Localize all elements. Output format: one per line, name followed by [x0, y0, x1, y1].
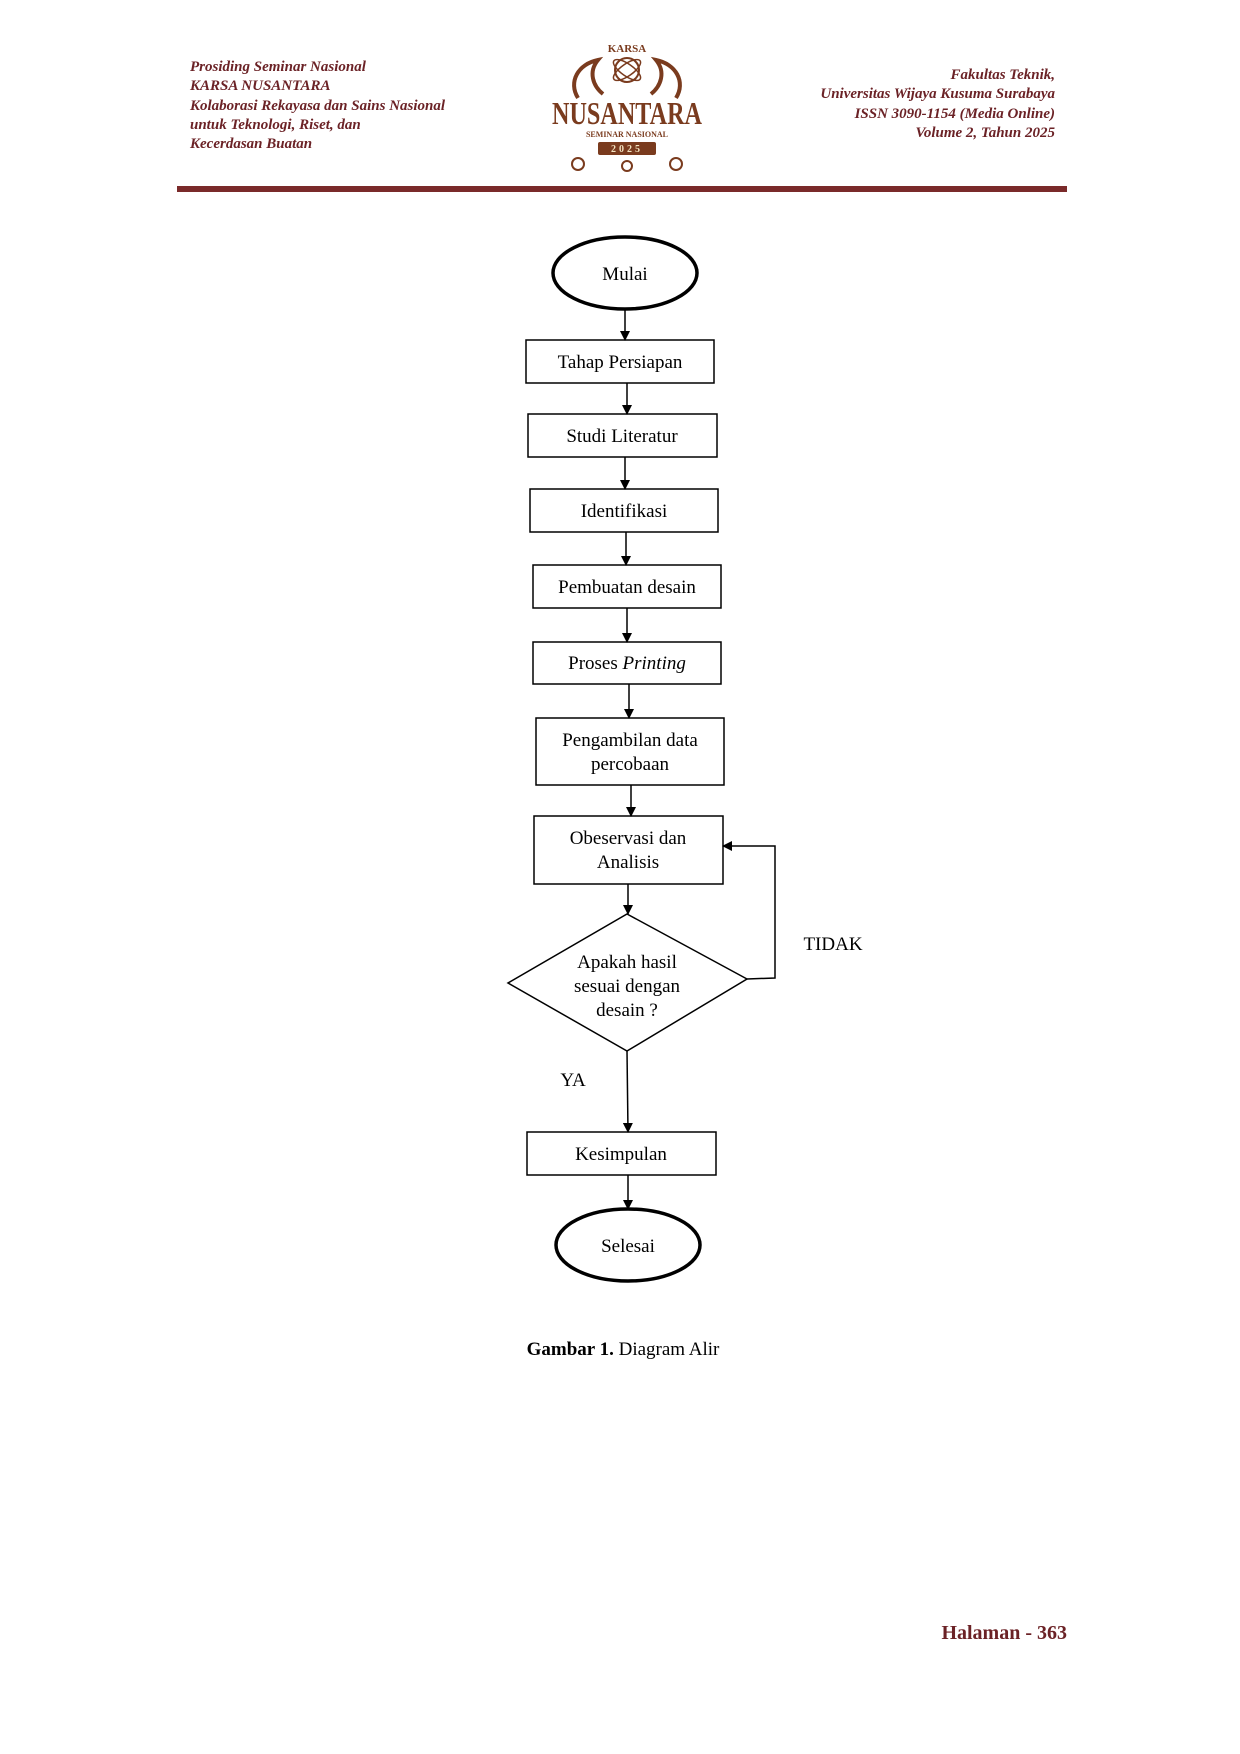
decision-label: desain ?	[596, 1000, 658, 1021]
step-label: Identifikasi	[581, 501, 668, 522]
caption-text: Diagram Alir	[614, 1339, 720, 1360]
step-label: percobaan	[591, 754, 670, 775]
karsa-nusantara-logo: KARSA NUSANTARA SEMINAR NASIONAL 2025	[552, 43, 702, 172]
header-divider	[177, 186, 1067, 192]
header-right-line: Fakultas Teknik,	[950, 67, 1055, 83]
logo-top-text: KARSA	[608, 43, 647, 55]
header-right-line: Volume 2, Tahun 2025	[915, 124, 1056, 141]
decision-label: sesuai dengan	[574, 976, 681, 997]
step-box	[533, 815, 724, 885]
figure-caption: Gambar 1. Diagram Alir	[527, 1339, 720, 1360]
header-right: Fakultas Teknik, Universitas Wijaya Kusu…	[820, 66, 1055, 143]
header-right-line: ISSN 3090-1154 (Media Online)	[854, 105, 1055, 122]
logo-main-text: NUSANTARA	[552, 95, 702, 131]
step-label: Studi Literatur	[566, 426, 678, 447]
logo-sub-text: SEMINAR NASIONAL	[586, 130, 668, 139]
flow-arrows	[620, 309, 776, 1210]
no-branch-label: TIDAK	[803, 934, 862, 955]
header-left-line: Kecerdasan Buatan	[190, 136, 313, 153]
step-label: Pengambilan data	[562, 730, 698, 751]
logo-year-text: 2025	[611, 144, 643, 155]
header-left-line: Kolaborasi Rekayasa dan Sains Nasional	[190, 97, 446, 114]
header-left-line: KARSA NUSANTARA	[190, 78, 331, 95]
step-label-printing: Proses Printing	[568, 653, 686, 674]
printing-italic: Printing	[622, 653, 686, 674]
step-label: Pembuatan desain	[558, 577, 696, 598]
decision-label: Apakah hasil	[577, 952, 677, 973]
yes-branch-label: YA	[560, 1070, 586, 1091]
start-label: Mulai	[602, 264, 647, 285]
end-label: Selesai	[601, 1236, 655, 1257]
step-box	[526, 1131, 717, 1176]
caption-label: Gambar 1.	[527, 1339, 614, 1360]
header-left: Prosiding Seminar Nasional KARSA NUSANTA…	[190, 58, 445, 154]
header-right-line: Universitas Wijaya Kusuma Surabaya	[820, 86, 1055, 103]
header-left-line: Prosiding Seminar Nasional	[190, 59, 366, 75]
printing-prefix: Proses	[568, 653, 622, 674]
header-left-line: untuk Teknologi, Riset, dan	[190, 116, 361, 133]
step-label: Tahap Persiapan	[558, 352, 683, 373]
step-label: Kesimpulan	[575, 1144, 667, 1165]
page-number: Halaman - 363	[941, 1622, 1067, 1644]
step-label: Obeservasi dan	[570, 828, 687, 849]
step-label: Analisis	[597, 852, 659, 873]
